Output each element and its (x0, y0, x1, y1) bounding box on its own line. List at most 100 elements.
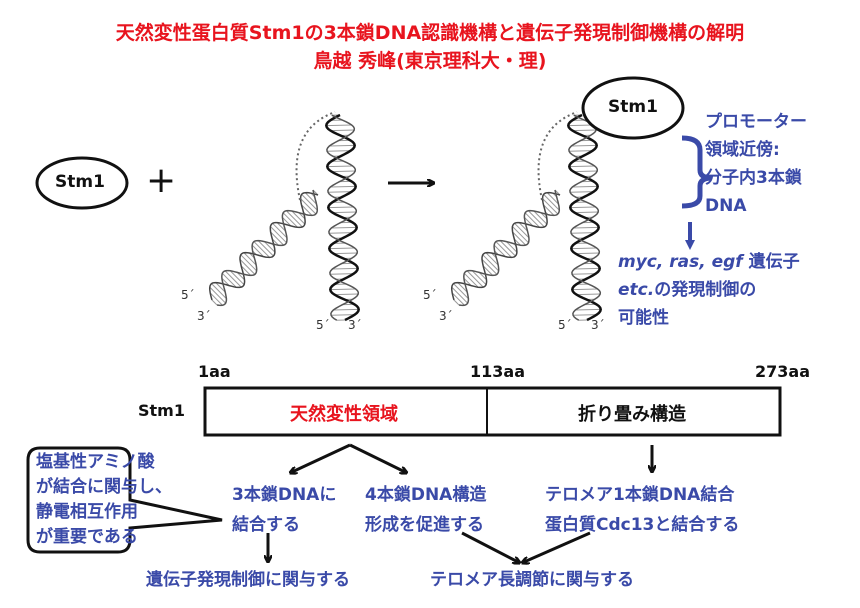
base-pair (328, 206, 354, 209)
base-pair (463, 272, 479, 288)
base-pair (493, 244, 506, 257)
base-pair (270, 231, 284, 246)
result-note-text: 遺伝子 (742, 252, 800, 272)
base-pair (257, 240, 274, 257)
base-pair (272, 222, 288, 239)
base-pair (571, 247, 597, 250)
dna-strand (326, 114, 360, 321)
brace-icon (681, 135, 713, 209)
base-pair (570, 191, 594, 193)
base-pair (211, 299, 218, 306)
base-pair (253, 241, 270, 258)
title-line2: 鳥越 秀峰(東京理科大・理) (313, 50, 547, 72)
dna-strand (568, 114, 602, 321)
function-line: テロメア1本鎖DNA結合 (545, 485, 735, 505)
base-pair (251, 244, 264, 257)
base-pair (301, 194, 318, 211)
dna-strand (325, 113, 360, 322)
arrow-f3-to-outcome2 (524, 531, 591, 562)
base-pair (574, 267, 600, 270)
base-pair (264, 241, 276, 253)
dna-strand (208, 191, 319, 301)
base-pair (569, 165, 595, 168)
base-pair (495, 241, 512, 258)
base-pair (451, 286, 468, 304)
outcome-telomere-length: テロメア長調節に関与する (430, 570, 634, 590)
base-pair (571, 144, 597, 147)
base-pair (276, 222, 286, 232)
base-pair (572, 129, 597, 132)
position-1aa: 1aa (198, 362, 231, 381)
base-pair (326, 124, 352, 127)
stm1-label-left: Stm1 (55, 172, 105, 192)
position-273aa: 273aa (755, 362, 810, 381)
base-pair (481, 259, 498, 275)
function-line: 結合する (232, 515, 300, 535)
base-pair (543, 194, 560, 211)
base-pair (457, 282, 468, 293)
dna-strand (567, 113, 602, 322)
title-line1: 天然変性蛋白質Stm1の3本鎖DNA認識機構と遺伝子発現制御機構の解明 (115, 22, 745, 44)
base-pair (453, 283, 469, 299)
strand-label-5-bottom-2: 5´ (558, 318, 572, 332)
base-pair (331, 226, 357, 229)
base-pair (572, 185, 598, 188)
base-pair (527, 210, 545, 228)
base-pair (328, 191, 352, 193)
arrow-to-f1 (292, 443, 351, 472)
promoter-note-line: 分子内3本鎖 (705, 168, 802, 188)
position-113aa: 113aa (470, 362, 525, 381)
base-pair (485, 252, 499, 266)
base-pair (332, 211, 357, 214)
base-pair (239, 259, 256, 275)
base-pair (512, 226, 529, 244)
callout-text: 塩基性アミノ酸 が結合に関与し、 静電相互作用 が重要である (36, 450, 172, 550)
base-pair (330, 288, 356, 291)
base-pair (514, 222, 530, 239)
strand-label-5-left-2: 5´ (423, 288, 437, 302)
base-pair (270, 226, 287, 244)
base-pair (572, 288, 598, 291)
base-pair (573, 314, 597, 316)
base-pair (221, 272, 237, 288)
result-note: myc, ras, egf 遺伝子 etc.の発現制御の 可能性 (618, 248, 800, 332)
base-pair (327, 165, 353, 168)
base-pair (332, 267, 358, 270)
result-note-text: の発現制御の (654, 280, 757, 300)
base-pair (285, 210, 303, 228)
base-pair (506, 241, 518, 253)
base-pair (524, 212, 540, 228)
arrow-to-f2 (349, 443, 405, 472)
base-pair (291, 210, 306, 225)
promoter-note-line: 領域近傍: (705, 140, 780, 160)
base-pair (330, 185, 356, 188)
base-pair (329, 247, 355, 250)
base-pair (573, 170, 598, 173)
base-pair (575, 252, 600, 255)
base-pair (221, 277, 230, 286)
protein-name: Stm1 (138, 401, 185, 420)
base-pair (333, 252, 358, 255)
base-pair (478, 272, 487, 281)
strand-label-3-left-2: 3´ (439, 309, 453, 323)
function-line: 形成を促進する (365, 515, 484, 535)
base-pair (451, 292, 465, 306)
base-pair (236, 272, 245, 281)
base-pair (572, 273, 596, 275)
base-pair (472, 270, 487, 286)
base-pair (568, 124, 594, 127)
base-pair (576, 293, 601, 296)
strand-label-3-bottom-2: 3´ (591, 318, 605, 332)
promoter-note: プロモーター 領域近傍: 分子内3本鎖 DNA (705, 108, 807, 220)
dna-helix-drawings (208, 111, 602, 322)
etc-text: etc. (618, 280, 655, 300)
region-disordered: 天然変性領域 (290, 404, 398, 425)
base-pair (301, 204, 313, 216)
strand-label-3-left: 3´ (197, 309, 211, 323)
domain-map-box (203, 386, 782, 437)
result-note-text: 可能性 (618, 308, 669, 328)
base-pair (512, 231, 526, 246)
base-pair (453, 299, 460, 306)
base-pair (331, 170, 356, 173)
base-pair (243, 252, 257, 266)
